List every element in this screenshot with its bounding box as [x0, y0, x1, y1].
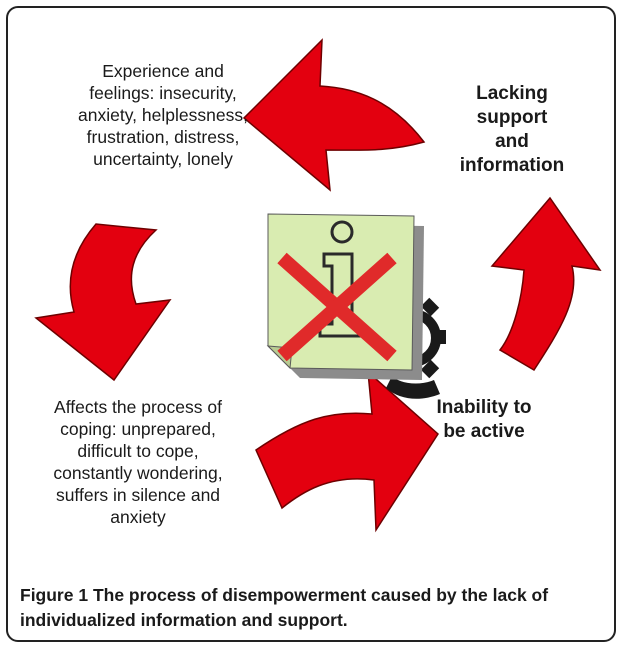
affects-coping-text: Affects the process of coping: unprepare…	[20, 396, 256, 528]
experience-line-2: feelings: insecurity,	[89, 83, 237, 103]
inability-text: Inability to be active	[414, 396, 554, 444]
lacking-line-1: Lacking	[476, 83, 548, 104]
affects-line-1: Affects the process of	[54, 397, 222, 417]
arrow-right-up	[490, 196, 602, 372]
arrow-bottom-right	[255, 370, 439, 533]
affects-line-4: constantly wondering,	[53, 463, 223, 483]
affects-line-2: coping: unprepared,	[60, 419, 216, 439]
experience-feelings-text: Experience and feelings: insecurity, anx…	[58, 60, 268, 170]
arrow-top-left	[242, 38, 426, 192]
inability-line-1: Inability to	[436, 397, 532, 418]
caption-label: Figure 1	[20, 585, 89, 605]
affects-line-3: difficult to cope,	[77, 441, 199, 461]
figure-caption: Figure 1 The process of disempowerment c…	[20, 583, 610, 633]
experience-line-3: anxiety, helplessness,	[78, 105, 248, 125]
caption-text: The process of disempowerment caused by …	[20, 585, 549, 630]
affects-line-5: suffers in silence and	[55, 485, 221, 505]
arrow-left-down	[34, 223, 172, 382]
lacking-line-2: support	[476, 107, 548, 128]
affects-line-6: anxiety	[110, 507, 166, 527]
lacking-support-text: Lacking support and information	[432, 82, 592, 178]
red-x-icon	[277, 252, 397, 362]
experience-line-4: frustration, distress,	[86, 127, 240, 147]
lacking-line-4: information	[459, 155, 565, 176]
inability-line-2: be active	[443, 421, 525, 442]
experience-line-1: Experience and	[102, 61, 224, 81]
lacking-line-3: and	[495, 131, 529, 152]
experience-line-5: uncertainty, lonely	[93, 149, 233, 169]
